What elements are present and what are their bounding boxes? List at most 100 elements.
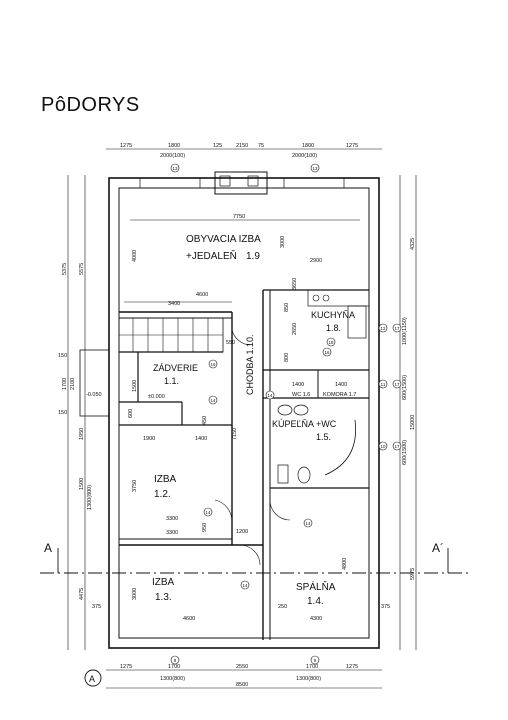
marker-label: 14 [242,583,248,588]
marker-label: 11 [381,382,386,387]
dim-inner: 850 [284,303,290,312]
bay-window [214,171,268,195]
dim-top-window: 2000(100) [292,153,317,159]
dim-left: 2100 [70,378,76,390]
dim-inner: 1200 [236,529,248,535]
dim-inner: 250 [278,604,287,610]
room-pantry-name: KOMORA 1.7 [323,392,356,398]
dim-top: 125 [213,143,222,149]
dim-inner: 7750 [233,214,245,220]
marker-label: 16 [324,350,330,355]
dim-top: 75 [258,143,264,149]
room-room3-name: IZBA [152,577,175,588]
marker-label: 9 [174,658,177,663]
dim-inner: 3000 [280,236,286,248]
outer-wall-outline [108,177,380,649]
dim-inner: 450 [202,416,208,425]
dim-right: 600(1500) [402,440,408,465]
dim-left: 1300(800) [87,485,93,510]
marker-label: 12 [380,326,386,331]
room-bedroom-num: 1.4. [307,596,324,607]
section-label-right: A´ [432,541,444,555]
dim-bottom-window: 1300(800) [160,676,185,682]
marker-label: 16 [210,362,216,367]
dim-inner: 4800 [342,558,348,570]
room-living-name: OBYVACIA IZBA [186,234,261,245]
level-mark: ±0.000 [148,394,165,400]
dim-inner: 550 [226,340,235,346]
dim-inner: 4600 [196,292,208,298]
dim-inner: 3300 [166,516,178,522]
marker-label: 18 [328,340,334,345]
room-bath-num: 1.5. [316,432,331,442]
dim-right: 1000(1150) [402,317,408,345]
dim-top: 1275 [120,143,132,149]
dim-inner: 2650 [292,323,298,335]
dim-inner: 800 [284,353,290,362]
dim-inner: 3300 [166,530,178,536]
dim-right: 600(1500) [402,375,408,400]
dim-top: 2150 [236,143,248,149]
section-label-left: A [44,541,52,555]
dim-bottom: 1275 [120,664,132,670]
marker-label: 13 [312,166,318,171]
marker-label: 13 [172,166,178,171]
dim-left: 150 [58,353,67,359]
room-entry-num: 1.1. [164,376,179,386]
dim-left: 5375 [62,263,68,275]
dim-right: 4325 [410,238,416,250]
marker-label: 14 [305,521,311,526]
marker-label: 9 [314,658,317,663]
dim-left: 1950 [79,428,85,440]
room-entry-name: ZÁDVERIE [153,363,198,373]
dim-inner: 4600 [183,616,195,622]
dim-left: 1700 [62,378,68,390]
marker-label: 10 [380,444,386,449]
dim-top: 1800 [168,143,180,149]
dim-bottom: 1275 [346,664,358,670]
dim-inner: 2900 [310,258,322,264]
room-kitchen-num: 1.8. [326,323,341,333]
room-room2-name: IZBA [154,474,177,485]
room-kitchen-name: KUCHYŇA [311,310,355,320]
marker-label: 17 [394,444,400,449]
dim-left: 1500 [79,478,85,490]
dim-inner: 3000 [132,588,138,600]
marker-label: 14 [267,393,273,398]
dim-inner: 1900 [143,436,155,442]
dim-inner: 375 [92,604,101,610]
dim-bottom-window: 1300(800) [296,676,321,682]
dim-inner: 4300 [310,616,322,622]
dim-left: 4475 [79,588,85,600]
dim-bottom: 1700 [306,664,318,670]
room-corridor-name: CHODBA 1.10. [245,334,255,395]
dim-inner: 1500 [132,380,138,392]
inner-wall-outline [118,187,370,639]
dim-top: 1275 [346,143,358,149]
page-title: PôDORYS [41,94,140,116]
room-room3-num: 1.3. [155,592,172,603]
marker-label: 14 [205,510,211,515]
dim-inner: 4000 [132,250,138,262]
marker-label: 17 [394,382,400,387]
dim-inner: 950 [202,523,208,532]
dim-top: 1800 [302,143,314,149]
room-wc-name: WC 1.6 [292,392,310,398]
dim-inner: 1400 [335,382,347,388]
dim-left: 150 [58,410,67,416]
dim-inner: 3650 [292,278,298,290]
marker-label: 17 [394,326,400,331]
dim-inner: 600 [128,409,134,418]
dim-inner: 3750 [132,480,138,492]
dim-inner: 1400 [292,382,304,388]
room-living-name2: +JEDALEŇ [186,249,237,262]
level-mark: -0.050 [86,392,102,398]
dim-top-window: 2000(100) [160,153,185,159]
marker-label: 14 [210,398,216,403]
corner-axis-label: A [89,674,95,684]
room-bedroom-name: SPÁLŇA [296,580,336,593]
room-room2-num: 1.2. [154,489,171,500]
room-bath-name: KÚPEĽŇA +WC [272,419,337,429]
dim-inner: 375 [381,604,390,610]
